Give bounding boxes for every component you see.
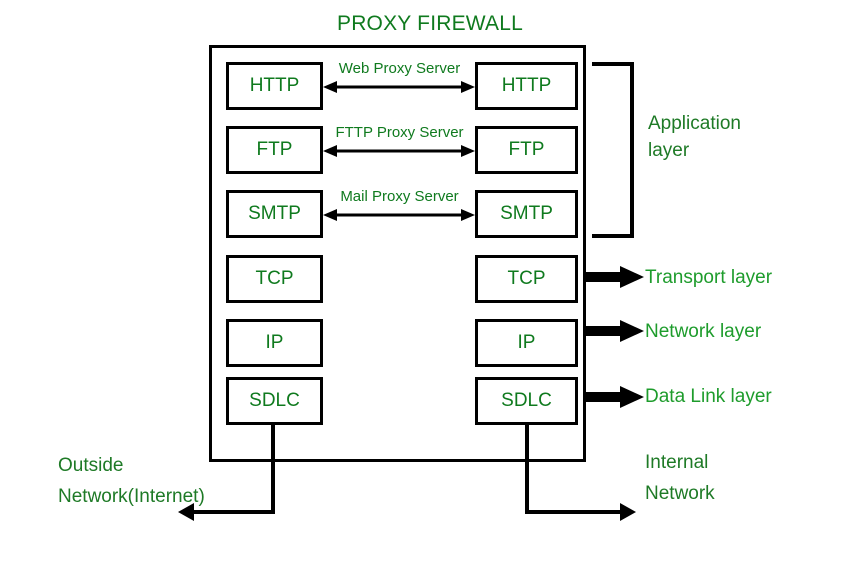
transport-layer-arrow-icon — [586, 266, 644, 288]
left-stack-box-smtp: SMTP — [226, 190, 323, 238]
right-stack-box-http: HTTP — [475, 62, 578, 110]
firewall-boundary — [209, 45, 586, 462]
datalink-layer-arrow-icon — [586, 386, 644, 408]
left-stack-box-ftp: FTP — [226, 126, 323, 174]
left-stack-box-sdlc: SDLC — [226, 377, 323, 425]
layer-label-transport: Transport layer — [645, 267, 773, 288]
arrowhead-internal-network-icon — [620, 503, 636, 521]
bidirectional-arrow-ftp-proxy-icon — [323, 145, 475, 157]
right-stack-box-ip: IP — [475, 319, 578, 367]
left-stack-box-tcp: TCP — [226, 255, 323, 303]
arrowhead-outside-network-icon — [178, 503, 194, 521]
diagram-title: PROXY FIREWALL — [336, 12, 524, 35]
right-stack-box-ftp: FTP — [475, 126, 578, 174]
network-layer-arrow-icon — [586, 320, 644, 342]
proxy-label-web: Web Proxy Server — [338, 60, 461, 77]
bidirectional-arrow-mail-proxy-icon — [323, 209, 475, 221]
left-stack-box-ip: IP — [226, 319, 323, 367]
connector-line-internal-vertical — [525, 425, 529, 512]
proxy-label-mail: Mail Proxy Server — [340, 188, 459, 205]
network-label-outside: Outside Network(Internet) — [58, 455, 205, 507]
connector-line-internal-horizontal — [525, 510, 625, 514]
network-label-internal: Internal Network — [645, 452, 715, 504]
right-stack-box-sdlc: SDLC — [475, 377, 578, 425]
right-stack-box-smtp: SMTP — [475, 190, 578, 238]
left-stack-box-http: HTTP — [226, 62, 323, 110]
right-stack-box-tcp: TCP — [475, 255, 578, 303]
layer-label-datalink: Data Link layer — [645, 386, 772, 407]
proxy-label-ftp: FTTP Proxy Server — [335, 124, 464, 141]
bidirectional-arrow-web-proxy-icon — [323, 81, 475, 93]
connector-line-outside-horizontal — [190, 510, 275, 514]
layer-label-network: Network layer — [645, 321, 762, 342]
layer-label-application: Application layer — [648, 113, 741, 161]
connector-line-outside-vertical — [271, 425, 275, 512]
application-layer-bracket-icon — [592, 62, 634, 238]
